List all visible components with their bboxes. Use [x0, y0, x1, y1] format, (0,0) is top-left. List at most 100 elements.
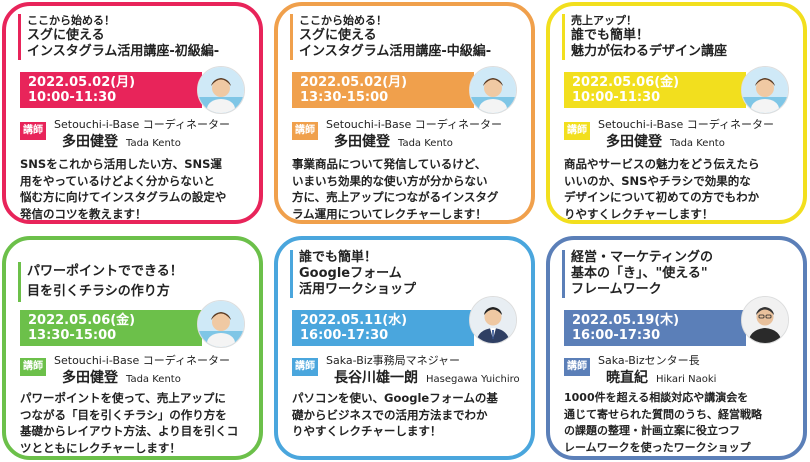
title-line: スグに使える	[299, 28, 377, 43]
desc-line: ツとともにレクチャーします！	[20, 440, 181, 455]
date-time-bar: 2022.05.11(水) 16:00-17:30	[292, 310, 474, 346]
lecturer-name-jp: 長谷川雄一朗	[334, 370, 418, 386]
card-description: パワーポイントを使って、売上アップに つながる「目を引くチラシ」の作り方を 基礎…	[20, 390, 256, 456]
date-time-bar: 2022.05.06(金) 10:00-11:30	[564, 72, 746, 108]
seminar-card-design[interactable]: 売上アップ！ 誰でも簡単！ 魅力が伝わるデザイン講座 2022.05.06(金)…	[546, 2, 807, 224]
instructor-photo-hikari	[741, 296, 789, 344]
lecturer-affiliation: Setouchi-i-Base コーディネーター	[54, 118, 230, 131]
desc-line: いいのか、SNSやチラシで効果的な	[564, 173, 751, 188]
card-description: 事業商品について発信しているけど、 いまいち効果的な使い方が分からない 方に、売…	[292, 156, 528, 221]
title-line: ここから始める！	[299, 14, 387, 27]
lecturer-name-roman: Hikari Naoki	[656, 374, 717, 385]
instructor-photo-hasegawa	[469, 296, 517, 344]
title-line: 目を引くチラシの作り方	[27, 284, 170, 299]
instructor-photo-tada	[197, 300, 245, 348]
date: 2022.05.06(金)	[28, 313, 136, 328]
lecturer-name-roman: Tada Kento	[670, 138, 725, 149]
title-line: 誰でも簡単！	[299, 250, 378, 265]
date: 2022.05.06(金)	[572, 75, 680, 90]
card-title: 誰でも簡単！ Googleフォーム 活用ワークショップ	[290, 250, 479, 298]
title-line: 魅力が伝わるデザイン講座	[571, 44, 728, 59]
time: 10:00-11:30	[28, 90, 117, 105]
lecturer-affiliation: Saka-Biz事務局マネジャー	[326, 354, 461, 367]
lecturer-name-jp: 多田健登	[62, 134, 118, 150]
lecturer-name: 多田健登 Tada Kento	[334, 131, 453, 151]
lecturer-name: 長谷川雄一朗 Hasegawa Yuichiro	[334, 367, 520, 387]
card-description: 商品やサービスの魅力をどう伝えたら いいのか、SNSやチラシで効果的な デザイン…	[564, 156, 800, 221]
lecturer-name-jp: 多田健登	[606, 134, 662, 150]
time: 13:30-15:00	[28, 328, 117, 343]
lecturer-badge: 講師	[292, 358, 318, 376]
seminar-card-marketing-framework[interactable]: 経営・マーケティングの 基本の「き」、"使える" フレームワーク 2022.05…	[546, 236, 807, 460]
lecturer-name-jp: 多田健登	[62, 370, 118, 386]
desc-line: りやすくレクチャーします！	[564, 206, 714, 221]
desc-line: SNSをこれから活用したい方、SNS運	[20, 157, 222, 171]
desc-line: 1000件を超える相談対応や講演会を	[564, 391, 749, 404]
card-title: 経営・マーケティングの 基本の「き」、"使える" フレームワーク	[562, 250, 751, 298]
desc-line: レームワークを使ったワークショップ	[564, 440, 751, 454]
title-line: スグに使える	[27, 28, 105, 43]
lecturer-badge: 講師	[20, 122, 46, 140]
card-description: パソコンを使い、Googleフォームの基 礎からビジネスでの活用方法までわか り…	[292, 390, 528, 440]
lecturer-badge: 講師	[564, 358, 590, 376]
title-line: パワーポイントでできる！	[27, 264, 183, 279]
desc-line: の課題の整理・計画立案に役立つフ	[564, 424, 740, 437]
card-title: ここから始める！ スグに使える インスタグラム活用講座-中級編-	[290, 14, 492, 60]
lecturer-badge: 講師	[292, 122, 318, 140]
card-title: パワーポイントでできる！ 目を引くチラシの作り方	[18, 262, 207, 302]
date-time-bar: 2022.05.19(木) 16:00-17:30	[564, 310, 746, 346]
desc-line: 悩む方に向けてインスタグラムの設定や	[20, 190, 227, 204]
desc-line: つながる「目を引くチラシ」の作り方を	[20, 407, 227, 422]
desc-line: 通じて寄せられた質問のうち、経営戦略	[564, 407, 762, 421]
seminar-card-google-forms[interactable]: 誰でも簡単！ Googleフォーム 活用ワークショップ 2022.05.11(水…	[274, 236, 535, 460]
instructor-photo-tada	[197, 66, 245, 114]
lecturer-affiliation: Setouchi-i-Base コーディネーター	[54, 354, 230, 367]
desc-line: ラム運用についてレクチャーします！	[292, 206, 487, 221]
lecturer-name-roman: Hasegawa Yuichiro	[426, 374, 520, 385]
title-line: インスタグラム活用講座-中級編-	[299, 44, 492, 59]
lecturer-badge: 講師	[564, 122, 590, 140]
title-line: フレームワーク	[571, 282, 662, 297]
lecturer-name-roman: Tada Kento	[398, 138, 453, 149]
lecturer-name: 暁直紀 Hikari Naoki	[606, 367, 716, 387]
title-line: ここから始める！	[27, 14, 115, 27]
title-line: インスタグラム活用講座-初級編-	[27, 44, 220, 59]
date: 2022.05.02(月)	[300, 75, 408, 90]
date-time-bar: 2022.05.06(金) 13:30-15:00	[20, 310, 202, 346]
seminar-card-powerpoint-flyer[interactable]: パワーポイントでできる！ 目を引くチラシの作り方 2022.05.06(金) 1…	[2, 236, 263, 460]
desc-line: パソコンを使い、Googleフォームの基	[292, 391, 498, 405]
card-description: SNSをこれから活用したい方、SNS運 用をやっているけどよく分からないと 悩む…	[20, 156, 256, 221]
lecturer-affiliation: Setouchi-i-Base コーディネーター	[598, 118, 774, 131]
desc-line: デザインについて初めての方でもわか	[564, 190, 760, 204]
date-time-bar: 2022.05.02(月) 10:00-11:30	[20, 72, 202, 108]
lecturer-name: 多田健登 Tada Kento	[606, 131, 725, 151]
date: 2022.05.19(木)	[572, 313, 680, 328]
time: 16:00-17:30	[300, 328, 389, 343]
desc-line: 礎からビジネスでの活用方法までわか	[292, 407, 488, 422]
time: 16:00-17:30	[572, 328, 661, 343]
desc-line: 事業商品について発信しているけど、	[292, 157, 487, 171]
lecturer-affiliation: Setouchi-i-Base コーディネーター	[326, 118, 502, 131]
desc-line: 方に、売上アップにつながるインスタグ	[292, 190, 499, 204]
instructor-photo-tada	[469, 66, 517, 114]
desc-line: 基礎からレイアウト方法、より目を引くコ	[20, 424, 239, 438]
lecturer-name-jp: 多田健登	[334, 134, 390, 150]
lecturer-name-roman: Tada Kento	[126, 138, 181, 149]
lecturer-name-jp: 暁直紀	[606, 370, 648, 386]
lecturer-name: 多田健登 Tada Kento	[62, 131, 181, 151]
date: 2022.05.11(水)	[300, 313, 408, 328]
title-line: Googleフォーム	[299, 266, 402, 281]
desc-line: 用をやっているけどよく分からないと	[20, 173, 215, 188]
desc-line: 発信のコツを教えます！	[20, 206, 147, 221]
card-title: 売上アップ！ 誰でも簡単！ 魅力が伝わるデザイン講座	[562, 14, 751, 60]
time: 10:00-11:30	[572, 90, 661, 105]
time: 13:30-15:00	[300, 90, 389, 105]
seminar-card-instagram-beginner[interactable]: ここから始める！ スグに使える インスタグラム活用講座-初級編- 2022.05…	[2, 2, 263, 224]
date: 2022.05.02(月)	[28, 75, 136, 90]
date-time-bar: 2022.05.02(月) 13:30-15:00	[292, 72, 474, 108]
lecturer-badge: 講師	[20, 358, 46, 376]
seminar-card-instagram-intermediate[interactable]: ここから始める！ スグに使える インスタグラム活用講座-中級編- 2022.05…	[274, 2, 535, 224]
title-line: 基本の「き」、"使える"	[571, 266, 708, 281]
title-line: 誰でも簡単！	[571, 28, 650, 43]
